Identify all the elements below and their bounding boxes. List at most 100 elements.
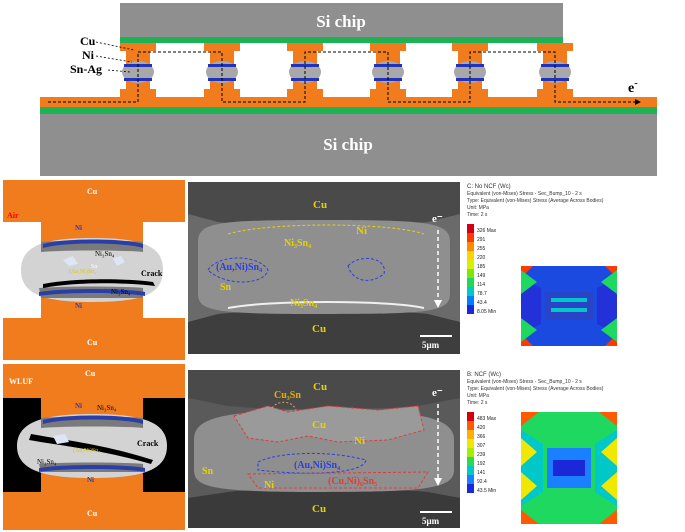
wluf-crack-label: Crack xyxy=(137,439,159,448)
air-fea-legend-swatch xyxy=(467,278,474,287)
air-fea-legend-swatch xyxy=(467,287,474,296)
air-fea-panel: C: No NCF (Wc)Equivalent (von-Mises) Str… xyxy=(467,184,617,346)
wluf-sem-image: Cu Cu₃Sn Cu Ni (Au,Ni)Sn₄ (Cu,Ni)₆Sn₅ Sn… xyxy=(188,370,460,528)
wluf-env-label: WLUF xyxy=(9,377,33,386)
air-fea-bump xyxy=(521,266,617,346)
layer-label-cu: Cu xyxy=(80,34,96,48)
air-fea-legend-label: 326 Max xyxy=(477,228,497,234)
air-ni-top: Ni xyxy=(75,224,82,232)
top-chip-label: Si chip xyxy=(316,12,366,31)
wluf-ni3sn4-top: Ni₃Sn₄ xyxy=(97,404,117,412)
air-fea-header-line: Type: Equivalent (von-Mises) Stress (Ave… xyxy=(467,198,604,204)
air-fea-legend-swatch xyxy=(467,260,474,269)
wluf-fea-legend-label: 192 xyxy=(477,461,486,467)
bottom-passivation-green xyxy=(40,107,657,114)
air-ni3sn4-top: Ni₃Sn₄ xyxy=(95,250,115,258)
air-fea-legend-swatch xyxy=(467,305,474,314)
wluf-fea-legend-label: 483 Max xyxy=(477,416,497,422)
air-fea-legend-label: 220 xyxy=(477,255,486,261)
wluf-sem-cu-bottom: Cu xyxy=(312,503,326,515)
air-schematic: Air Cu Ni Ni₃Sn₄ Sn (Au,Ni)Sn₄ Crack Ni₃… xyxy=(3,180,185,360)
wluf-fea-legend-label: 420 xyxy=(477,425,486,431)
air-sem-image: Cu Ni Ni₃Sn₄ (Au,Ni)Sn₄ Sn Ni₃Sn₄ Cu e⁻ … xyxy=(188,182,460,354)
wluf-sem-ni-bottom: Ni xyxy=(264,480,274,491)
wluf-fea-legend-label: 366 xyxy=(477,434,486,440)
air-sem-ni: Ni xyxy=(356,225,367,237)
wluf-fea-legend-swatch xyxy=(467,475,474,484)
air-fea-header-line: Equivalent (von-Mises) Stress - Sec_Bump… xyxy=(467,191,582,197)
bottom-cu-trace xyxy=(40,97,657,107)
air-crack-label: Crack xyxy=(141,269,163,278)
wluf-sem-sn: Sn xyxy=(202,466,214,477)
wluf-fea-header-line: Unit: MPa xyxy=(467,393,489,399)
air-sem-ni3sn4-bottom: Ni₃Sn₄ xyxy=(290,298,317,309)
air-fea-legend-label: 114 xyxy=(477,282,485,288)
air-fea-header-line: Unit: MPa xyxy=(467,205,489,211)
wluf-fea-legend-label: 92.4 xyxy=(477,479,487,485)
air-fea-legend-swatch xyxy=(467,269,474,278)
wluf-sem-cu-top: Cu xyxy=(313,381,327,393)
air-sn-label: Sn xyxy=(91,264,97,270)
leader-cu xyxy=(95,41,135,51)
air-fea-legend-swatch xyxy=(467,251,474,260)
wluf-ni-top: Ni xyxy=(75,402,82,410)
air-sem-ni3sn4-top: Ni₃Sn₄ xyxy=(284,238,311,249)
wluf-sem-cuni: (Cu,Ni)₆Sn₅ xyxy=(328,476,377,487)
air-fea-legend-label: 43.4 xyxy=(477,300,487,306)
wluf-fea-legend-label: 43.5 Min xyxy=(477,488,496,494)
air-fea-legend-swatch xyxy=(467,296,474,305)
air-ni-bottom: Ni xyxy=(75,302,82,310)
air-fea-legend-label: 255 xyxy=(477,246,486,252)
wluf-fea-legend-swatch xyxy=(467,457,474,466)
wluf-fea-legend-swatch xyxy=(467,421,474,430)
wluf-ni3sn4-bottom: Ni₃Sn₄ xyxy=(37,458,57,466)
flip-chip-schematic: Si chip Si chip Cu Ni Sn-Ag e- xyxy=(40,3,657,176)
wluf-fea-legend-swatch xyxy=(467,412,474,421)
wluf-sem-ni: Ni xyxy=(354,435,365,447)
wluf-fea-legend-label: 239 xyxy=(477,452,486,458)
wluf-fea-legend-swatch xyxy=(467,484,474,493)
wluf-sem-auni: (Au,Ni)Sn₄ xyxy=(294,460,340,471)
wluf-sem-electron: e⁻ xyxy=(432,387,443,399)
wluf-fea-legend-swatch xyxy=(467,448,474,457)
wluf-fea-legend-swatch xyxy=(467,466,474,475)
air-fea-legend-label: 78.7 xyxy=(477,291,487,297)
layer-label-snag: Sn-Ag xyxy=(70,62,102,76)
wluf-cu-bottom: Cu xyxy=(87,509,98,518)
wluf-fea-legend-label: 307 xyxy=(477,443,486,449)
bottom-chip-label: Si chip xyxy=(323,135,373,154)
wluf-fea-header-line: Equivalent (von-Mises) Stress - Sec_Bump… xyxy=(467,379,582,385)
wluf-fea-bump xyxy=(521,412,617,524)
air-fea-header-line: Time: 2 s xyxy=(467,212,488,218)
wluf-fea-legend-swatch xyxy=(467,430,474,439)
air-sem-cu-top: Cu xyxy=(313,199,327,211)
current-path xyxy=(48,51,641,105)
wluf-fea-header-line: Time: 2 s xyxy=(467,400,488,406)
wluf-auni-label: (Au,Ni)Sn₄ xyxy=(73,447,100,454)
top-passivation-green xyxy=(120,37,563,43)
wluf-schematic: WLUF Cu Ni Ni₃Sn₄ (Au,Ni)Sn₄ Crack Ni₃Sn… xyxy=(3,364,185,530)
wluf-fea-legend-label: 141 xyxy=(477,470,486,476)
electron-label: e- xyxy=(628,78,638,96)
wluf-fea-header-line: B: NCF (Wc) xyxy=(467,372,501,378)
air-auni-label: (Au,Ni)Sn₄ xyxy=(69,268,96,275)
layer-label-ni: Ni xyxy=(82,48,95,62)
top-si-chip xyxy=(120,3,563,37)
wluf-fea-legend-swatch xyxy=(467,439,474,448)
air-fea-legend-label: 8.05 Min xyxy=(477,309,496,315)
air-ni3sn4-bottom: Ni₃Sn₄ xyxy=(111,288,131,296)
wluf-ni-bottom: Ni xyxy=(87,476,94,484)
bottom-si-chip xyxy=(40,114,657,176)
wluf-cu-top: Cu xyxy=(85,369,96,378)
wluf-fea-panel: B: NCF (Wc)Equivalent (von-Mises) Stress… xyxy=(467,372,617,524)
air-fea-header-line: C: No NCF (Wc) xyxy=(467,184,511,190)
air-fea-legend-swatch xyxy=(467,224,474,233)
wluf-sem-scale: 5μm xyxy=(422,516,440,526)
wluf-sem-cu-mid: Cu xyxy=(312,419,326,431)
air-sem-electron: e⁻ xyxy=(432,213,443,225)
wluf-sem-cu3sn: Cu₃Sn xyxy=(274,390,301,401)
air-fea-legend-swatch xyxy=(467,233,474,242)
air-fea-legend-label: 185 xyxy=(477,264,486,270)
air-cu-bottom: Cu xyxy=(87,338,98,347)
